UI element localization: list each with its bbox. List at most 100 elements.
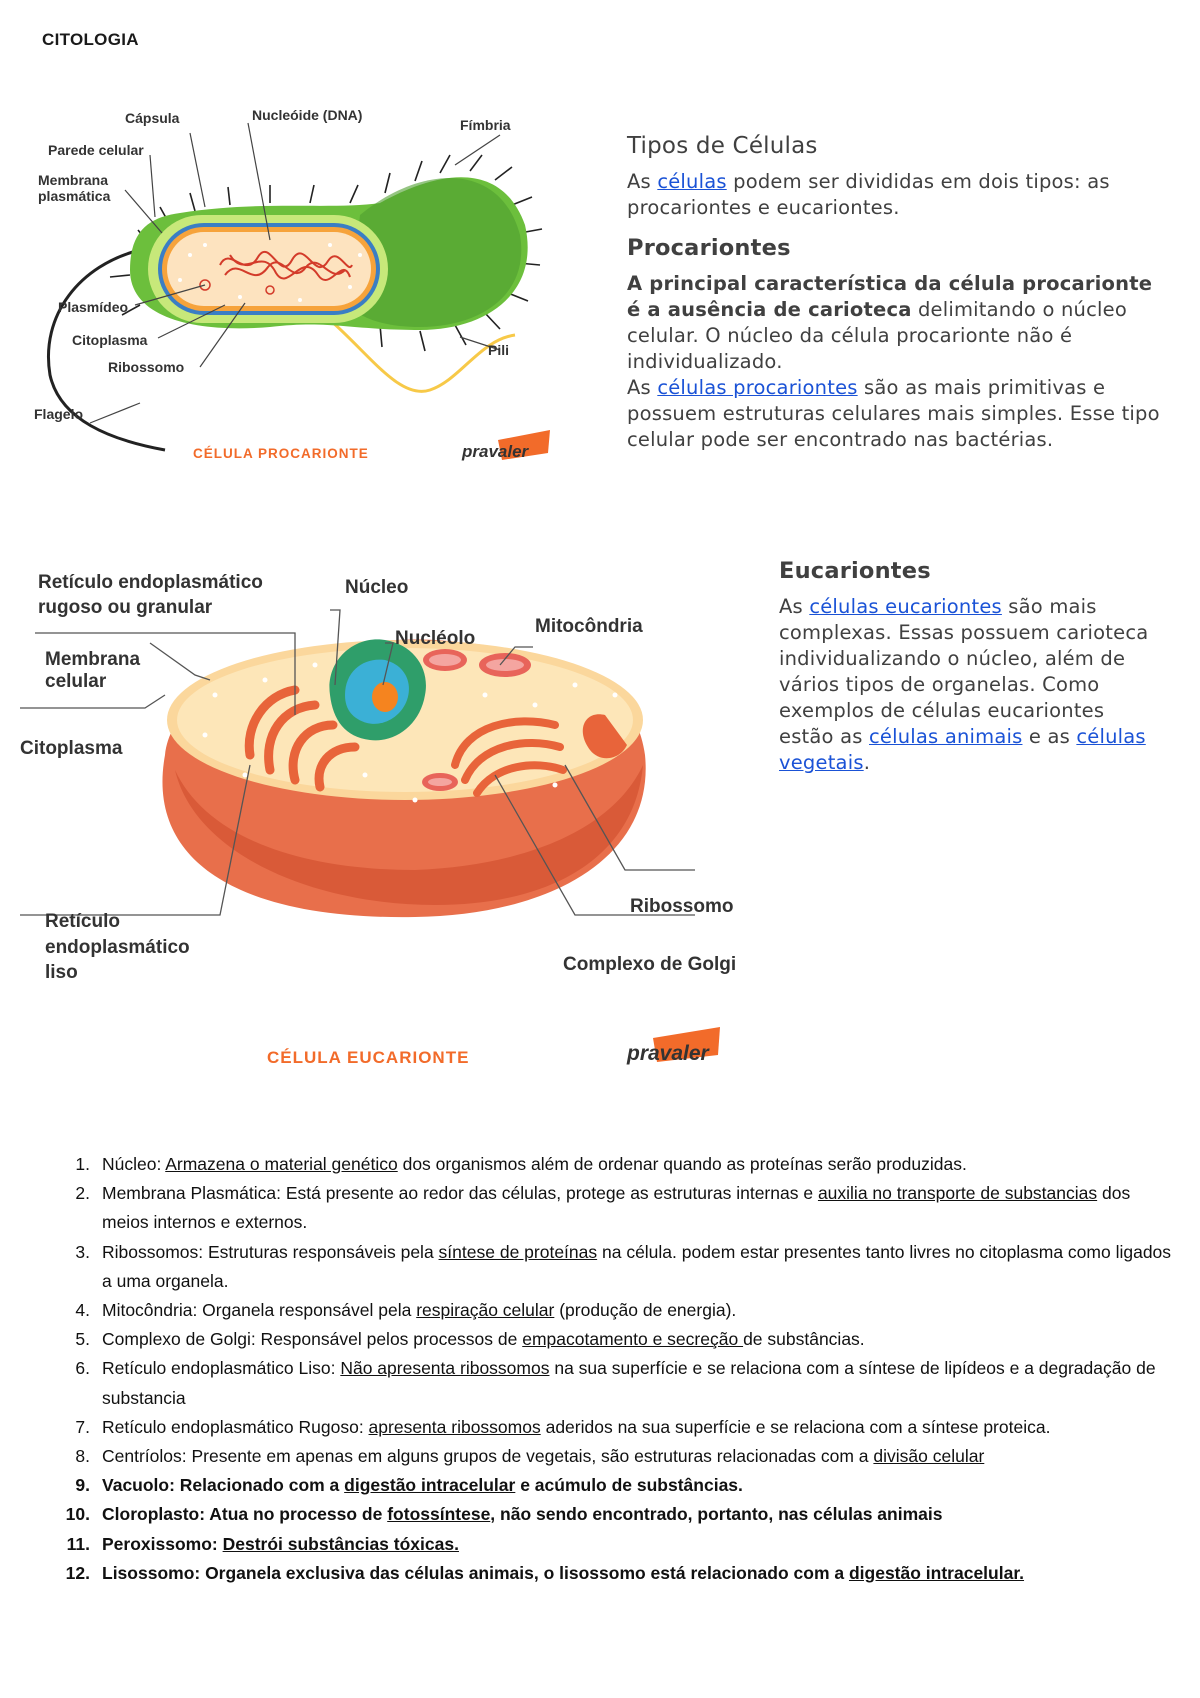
list-term: Cloroplasto: Atua no processo de [102, 1504, 388, 1525]
tipos-section: Tipos de Células As células podem ser di… [627, 133, 1167, 453]
list-rest: dos meios internos e externos. [102, 1183, 1131, 1233]
list-rest: de substâncias. [743, 1329, 865, 1350]
label-ribossomo: Ribossomo [108, 359, 184, 375]
list-number: 4. [75, 1300, 90, 1321]
list-term: Retículo endoplasmático Rugoso: [102, 1416, 369, 1437]
eucariontes-section: Eucariontes As células eucariontes são m… [779, 558, 1159, 776]
label-golgi: Complexo de Golgi [563, 954, 736, 975]
list-underlined: apresenta ribossomos [368, 1416, 541, 1437]
list-number: 10. [65, 1504, 90, 1525]
list-number: 7. [75, 1416, 90, 1437]
vesicle-shape [582, 714, 627, 759]
label-capsula: Cápsula [125, 110, 180, 126]
mitochondria-shapes [422, 649, 531, 791]
list-underlined: divisão celular [873, 1446, 985, 1467]
list-term: Complexo de Golgi: Responsável pelos pro… [102, 1329, 523, 1350]
prokaryote-cell-figure: Cápsula Nucleóide (DNA) Fímbria Parede c… [34, 107, 550, 461]
list-number: 2. [75, 1183, 90, 1204]
label-citoplasma: Citoplasma [72, 332, 148, 348]
list-underlined: Destrói substâncias tóxicas. [222, 1533, 459, 1554]
link-celulas-vegetais[interactable]: células vegetais [779, 725, 1146, 774]
list-item: 8. Centríolos: Presente em apenas em algu… [56, 1442, 1176, 1471]
list-term: Vacuolo: Relacionado com a [102, 1475, 345, 1496]
label-citoplasma: Citoplasma [20, 738, 123, 759]
list-rest: na célula. podem estar presentes tanto l… [102, 1241, 1172, 1291]
ribosome-dots [202, 662, 618, 803]
caption-procarionte: CÉLULA PROCARIONTE [193, 446, 369, 461]
list-number: 9. [75, 1475, 90, 1496]
list-term: Ribossomos: Estruturas responsáveis pela [102, 1241, 439, 1262]
label-membrana-1: Membrana [38, 172, 108, 188]
list-item: 7. Retículo endoplasmático Rugoso: aprese… [56, 1413, 1176, 1442]
plasmid-shape [199, 279, 211, 291]
eucariontes-paragraph: As células eucariontes são mais complexa… [779, 595, 1149, 774]
list-term: Membrana Plasmática: Está presente ao re… [102, 1183, 818, 1204]
label-rel-1: Retículo [45, 911, 120, 932]
list-rest: dos organismos além de ordenar quando as… [397, 1154, 967, 1174]
pili-shape [329, 318, 516, 393]
document-title: CITOLOGIA [42, 30, 139, 49]
list-number: 1. [75, 1154, 90, 1174]
list-item: 11.Peroxissomo: Destrói substâncias tóxi… [56, 1530, 1176, 1559]
label-membrana-2: plasmática [38, 188, 111, 204]
label-mitocondria: Mitocôndria [535, 616, 643, 637]
golgi-shape [451, 717, 567, 797]
cytoplasm-shape [167, 232, 371, 306]
label-nucleolo: Nucléolo [395, 628, 475, 649]
label-nucleoide: Nucleóide (DNA) [252, 107, 362, 123]
tipos-heading: Tipos de Células [627, 133, 818, 159]
eucariontes-heading: Eucariontes [779, 558, 931, 584]
procariontes-paragraph: A principal característica da célula pro… [627, 272, 1160, 451]
eukaryote-cell-figure: Retículo endoplasmático rugoso ou granul… [20, 572, 736, 1067]
label-membrana-2: celular [45, 671, 107, 692]
prokaryote-leader-lines [89, 122, 501, 424]
list-number: 5. [75, 1329, 90, 1350]
organelle-list: 1. Núcleo: Armazena o material genético d… [56, 1150, 1176, 1588]
link-celulas[interactable]: células [657, 170, 727, 193]
list-item: 5. Complexo de Golgi: Responsável pelos p… [56, 1325, 1176, 1354]
label-plasmideo: Plasmídeo [58, 299, 128, 315]
nucleoid-dna-shape [219, 250, 353, 281]
caption-eucarionte: CÉLULA EUCARIONTE [267, 1048, 469, 1067]
label-rer-2: rugoso ou granular [38, 597, 213, 618]
label-rer-1: Retículo endoplasmático [38, 572, 263, 593]
list-number: 6. [75, 1358, 90, 1379]
list-underlined: digestão intracelular [344, 1475, 516, 1496]
list-number: 3. [75, 1241, 90, 1262]
list-rest: , não sendo encontrado, portanto, nas cé… [490, 1504, 943, 1525]
list-underlined: Não apresenta ribossomos [340, 1358, 550, 1379]
label-flagelo: Flagelo [34, 406, 83, 422]
list-rest: e acúmulo de substâncias. [515, 1475, 743, 1496]
link-celulas-eucariontes[interactable]: células eucariontes [809, 595, 1002, 618]
list-underlined: Armazena o material genético [165, 1154, 398, 1174]
link-celulas-procariontes[interactable]: células procariontes [657, 376, 858, 399]
list-term: Peroxissomo: [102, 1533, 223, 1554]
list-number: 12. [65, 1562, 90, 1583]
list-term: Lisossomo: Organela exclusiva das célula… [102, 1562, 849, 1583]
list-item: 12. Lisossomo: Organela exclusiva das cél… [56, 1559, 1176, 1588]
list-term: Centríolos: Presente em apenas em alguns… [102, 1446, 874, 1467]
list-term: Núcleo: [102, 1154, 166, 1174]
list-item: 2. Membrana Plasmática: Está presente ao … [56, 1179, 1176, 1237]
list-item: 3. Ribossomos: Estruturas responsáveis pe… [56, 1238, 1176, 1296]
ribosome-dots [178, 243, 362, 302]
list-underlined: digestão intracelular. [848, 1562, 1025, 1583]
rough-er-shape [244, 685, 360, 792]
label-membrana-1: Membrana [45, 649, 140, 670]
brand-prokaryote: pravaler [461, 442, 530, 461]
list-item: 4.Mitocôndria: Organela responsável pela… [56, 1296, 1176, 1325]
brand-logo-icon [653, 1027, 720, 1062]
list-underlined: empacotamento e secreção [522, 1329, 744, 1350]
label-nucleo: Núcleo [345, 577, 408, 598]
brand-logo-icon [498, 430, 550, 460]
list-underlined: fotossíntese [387, 1504, 491, 1525]
list-underlined: síntese de proteínas [438, 1241, 598, 1262]
list-underlined: respiração celular [416, 1300, 555, 1321]
list-number: 8. [75, 1446, 90, 1467]
list-underlined: auxilia no transporte de substancias [817, 1183, 1098, 1204]
list-item: 6. Retículo endoplasmático Liso: Não apre… [56, 1354, 1176, 1412]
eukaryote-leader-lines [20, 609, 695, 916]
list-term: Retículo endoplasmático Liso: [102, 1358, 341, 1379]
link-celulas-animais[interactable]: células animais [869, 725, 1023, 748]
nucleolus-shape [372, 682, 398, 712]
